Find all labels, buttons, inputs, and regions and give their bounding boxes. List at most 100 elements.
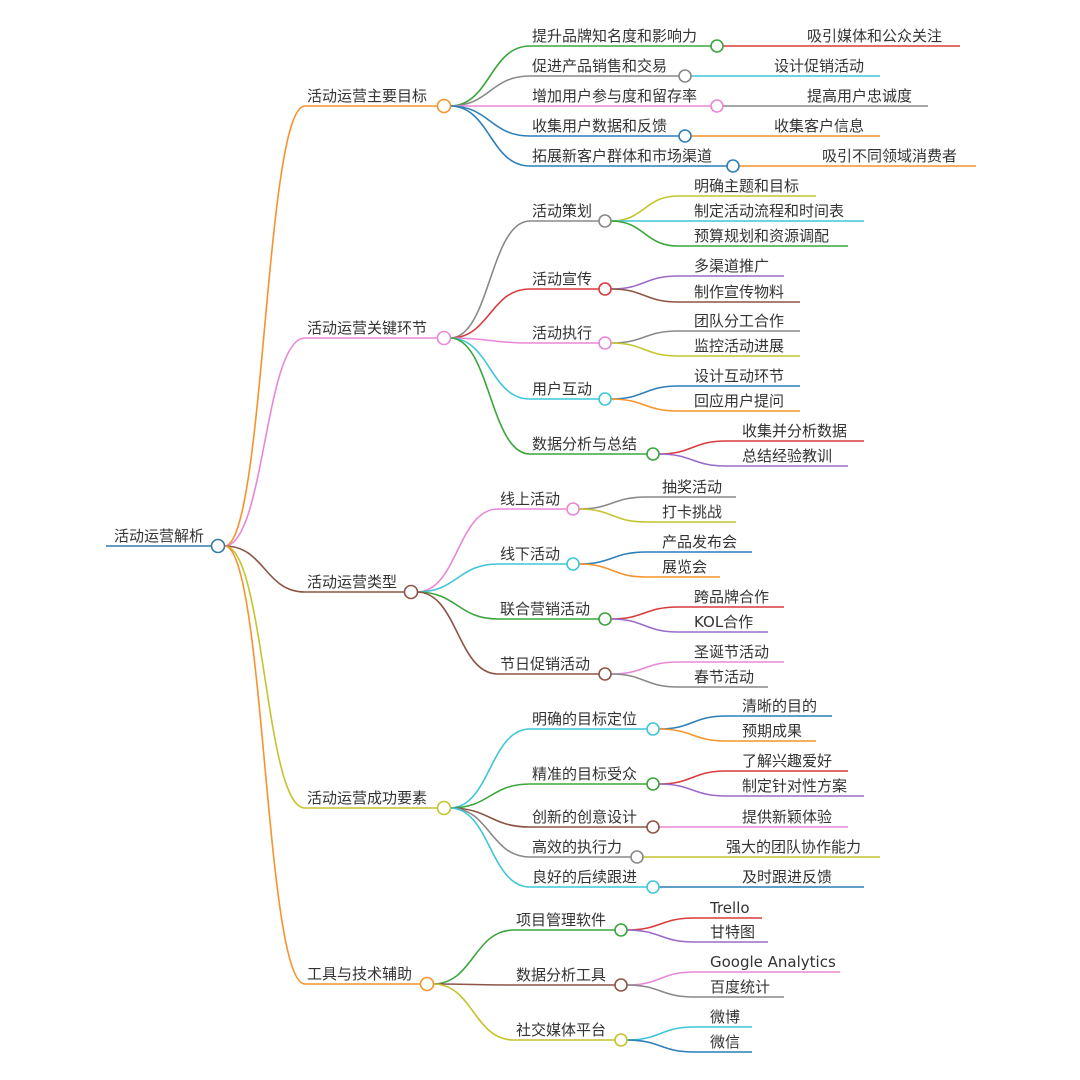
root-label: 活动运营解析 <box>114 527 204 545</box>
subtopic-label: 社交媒体平台 <box>516 1021 606 1039</box>
subtopic-connector <box>449 807 531 888</box>
leaf-label: KOL合作 <box>694 613 753 631</box>
leaf-label: 及时跟进反馈 <box>742 868 832 886</box>
leaf-label: 收集并分析数据 <box>742 422 847 440</box>
leaf-label: 展览会 <box>662 558 707 576</box>
subtopic-node[interactable] <box>726 159 740 173</box>
leaf-connector <box>658 728 727 742</box>
subtopic-connector <box>449 337 531 400</box>
subtopic-connector <box>432 983 515 986</box>
leaf-connector <box>610 385 679 400</box>
leaf-label: 甘特图 <box>710 923 755 941</box>
subtopic-node[interactable] <box>566 502 580 516</box>
branch-node[interactable] <box>436 330 452 346</box>
branch-node[interactable] <box>436 800 452 816</box>
subtopic-node[interactable] <box>710 39 724 53</box>
subtopic-label: 线上活动 <box>500 490 560 508</box>
subtopic-node[interactable] <box>598 612 612 626</box>
subtopic-node[interactable] <box>646 820 660 834</box>
leaf-label: 明确主题和目标 <box>694 177 799 195</box>
subtopic-node[interactable] <box>646 880 660 894</box>
leaf-label: 百度统计 <box>710 978 770 996</box>
leaf-connector <box>578 508 647 523</box>
subtopic-connector <box>416 508 499 593</box>
leaf-connector <box>626 971 695 986</box>
leaf-connector <box>610 606 679 620</box>
subtopic-label: 精准的目标受众 <box>532 765 637 783</box>
leaf-label: 提高用户忠诚度 <box>807 87 912 105</box>
root-node[interactable] <box>210 538 226 554</box>
leaf-label: 产品发布会 <box>662 533 737 551</box>
subtopic-node[interactable] <box>598 392 612 406</box>
subtopic-node[interactable] <box>678 69 692 83</box>
leaf-connector <box>578 551 647 565</box>
subtopic-node[interactable] <box>646 447 660 461</box>
subtopic-connector <box>449 220 531 339</box>
leaf-connector <box>658 453 727 467</box>
leaf-label: 总结经验教训 <box>742 447 832 465</box>
leaf-label: 吸引不同领域消费者 <box>822 147 957 165</box>
leaf-label: 微博 <box>710 1008 740 1026</box>
subtopic-connector <box>449 728 531 809</box>
branch-label: 活动运营主要目标 <box>307 87 427 105</box>
subtopic-label: 数据分析与总结 <box>532 435 637 453</box>
subtopic-node[interactable] <box>598 214 612 228</box>
subtopic-connector <box>449 105 531 167</box>
subtopic-label: 创新的创意设计 <box>532 808 637 826</box>
subtopic-label: 线下活动 <box>500 545 560 563</box>
branch-label: 工具与技术辅助 <box>307 965 412 983</box>
leaf-label: 预期成果 <box>742 722 802 740</box>
branch-connector <box>224 337 306 547</box>
branch-label: 活动运营类型 <box>307 573 397 591</box>
branch-node[interactable] <box>419 976 435 992</box>
leaf-label: 制作宣传物料 <box>694 283 784 301</box>
subtopic-node[interactable] <box>598 282 612 296</box>
leaf-connector <box>626 929 695 943</box>
branch-connector <box>224 545 306 809</box>
leaf-label: 制定活动流程和时间表 <box>694 202 844 220</box>
branch-node[interactable] <box>436 98 452 114</box>
leaf-connector <box>626 1039 695 1053</box>
leaf-label: 设计促销活动 <box>774 57 864 75</box>
subtopic-connector <box>449 105 531 137</box>
branch-label: 活动运营成功要素 <box>307 789 427 807</box>
subtopic-node[interactable] <box>598 336 612 350</box>
subtopic-label: 明确的目标定位 <box>532 710 637 728</box>
subtopic-node[interactable] <box>566 557 580 571</box>
leaf-connector <box>626 1026 695 1041</box>
subtopic-node[interactable] <box>646 722 660 736</box>
leaf-connector <box>626 917 695 931</box>
leaf-label: 强大的团队协作能力 <box>726 838 861 856</box>
subtopic-label: 良好的后续跟进 <box>532 868 637 886</box>
subtopic-node[interactable] <box>630 850 644 864</box>
subtopic-connector <box>449 783 531 809</box>
subtopic-label: 高效的执行力 <box>532 838 622 856</box>
subtopic-node[interactable] <box>598 667 612 681</box>
subtopic-connector <box>432 929 515 985</box>
subtopic-label: 活动策划 <box>532 202 592 220</box>
leaf-label: 跨品牌合作 <box>694 588 769 606</box>
leaf-connector <box>610 330 679 344</box>
subtopic-node[interactable] <box>614 1033 628 1047</box>
branch-connector <box>224 545 306 593</box>
subtopic-node[interactable] <box>614 978 628 992</box>
subtopic-label: 收集用户数据和反馈 <box>532 117 667 135</box>
subtopic-connector <box>449 75 531 107</box>
subtopic-node[interactable] <box>678 129 692 143</box>
leaf-label: 收集客户信息 <box>774 117 864 135</box>
leaf-label: 预算规划和资源调配 <box>694 227 829 245</box>
subtopic-node[interactable] <box>614 923 628 937</box>
subtopic-connector <box>416 563 499 593</box>
subtopic-connector <box>416 591 499 620</box>
leaf-connector <box>610 288 679 303</box>
subtopic-label: 增加用户参与度和留存率 <box>532 87 697 105</box>
leaf-label: 吸引媒体和公众关注 <box>807 27 942 45</box>
leaf-connector <box>658 440 727 455</box>
branch-node[interactable] <box>403 584 419 600</box>
leaf-connector <box>610 398 679 412</box>
node-layer: 活动运营解析活动运营主要目标提升品牌知名度和影响力吸引媒体和公众关注促进产品销售… <box>114 27 957 1051</box>
subtopic-node[interactable] <box>710 99 724 113</box>
subtopic-node[interactable] <box>646 777 660 791</box>
leaf-label: 回应用户提问 <box>694 392 784 410</box>
